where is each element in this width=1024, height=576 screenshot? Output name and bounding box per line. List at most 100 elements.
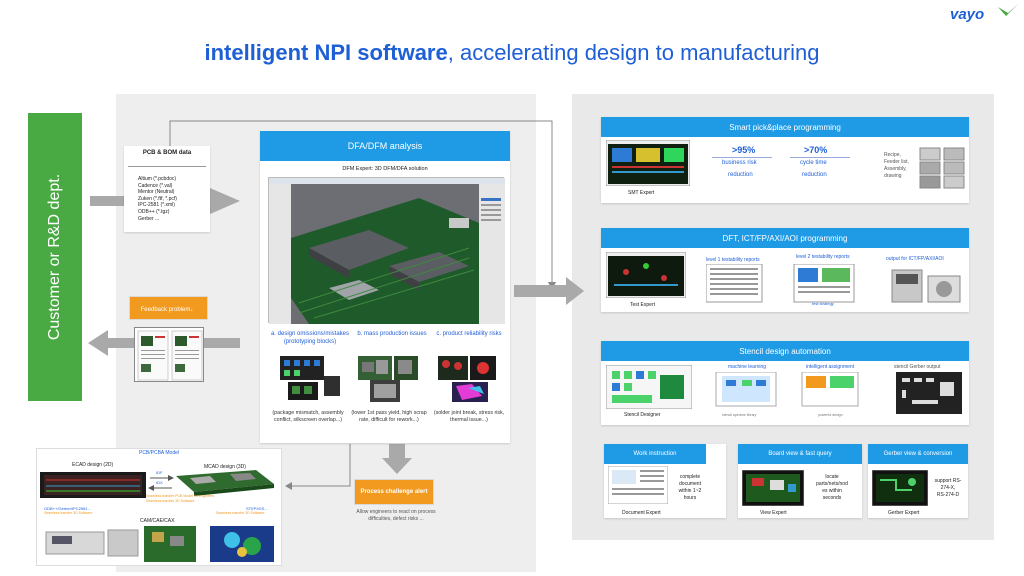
- step-note-2: Seamless transfer 3D Software: [216, 511, 265, 515]
- category-b-desc: (lower 1st pass yield, high scrap rate, …: [351, 410, 427, 423]
- process-challenge-desc: Allow engineers to react on process diff…: [356, 509, 436, 522]
- ecad-label: ECAD design (2D): [72, 462, 114, 468]
- stencil-ml-label: machine learning: [728, 364, 767, 370]
- model-link-arrowhead: [285, 482, 292, 490]
- board-desc-line: es within: [822, 488, 842, 494]
- pcba-model-title: PCB/PCBA Model: [138, 450, 180, 456]
- board-desc-line: parts/nets/nod: [816, 481, 848, 487]
- board-desc-line: locate: [825, 474, 839, 480]
- output-arrow: [514, 277, 584, 305]
- smt-screenshot: [606, 140, 690, 186]
- mcad-label: MCAD design (3D): [204, 464, 246, 470]
- exchange-note-1: Seamless transfer PCB Model for engineer…: [146, 494, 215, 498]
- smt-stat-2-label-a: cycle time: [800, 160, 827, 166]
- gerber-view-desc: support RS- 274-X, RS-274-D: [930, 478, 966, 499]
- stencil-product-label: Stencil Designer: [624, 412, 661, 418]
- process-down-arrow: [382, 444, 412, 474]
- view-expert-label: View Expert: [760, 510, 787, 516]
- dfm-3d-board-icon: [269, 178, 505, 324]
- work-desc-line: within 1~2: [678, 488, 702, 494]
- smt-stat-2-label-b: reduction: [802, 172, 827, 178]
- pcb-bom-heading: PCB & BOM data: [142, 150, 192, 156]
- top-flow-line: [169, 120, 553, 285]
- dft-machines-image: [891, 269, 961, 303]
- pcb-format-item: Mentor (Neutral): [138, 189, 175, 196]
- pcb-format-item: IPC-2581 (*.xml): [138, 202, 175, 209]
- work-desc-line: document: [679, 481, 701, 487]
- smt-side-item: Assembly,: [884, 166, 907, 172]
- smt-stat-1-label-a: business risk: [722, 160, 757, 166]
- feedback-problem-button[interactable]: Feedback problem、: [129, 296, 208, 320]
- stencil-library-label: stencil aperture library: [722, 413, 757, 417]
- page-title: intelligent NPI software, accelerating d…: [0, 40, 1024, 66]
- category-c-title: c. product reliability risks: [436, 331, 502, 337]
- pcb-bom-divider: [128, 166, 206, 167]
- process-challenge-alert-button[interactable]: Process challenge alert: [354, 479, 434, 505]
- dft-strategy-label: test strategy: [812, 301, 834, 306]
- title-rest: , accelerating design to manufacturing: [447, 40, 820, 65]
- category-a-desc: (package mismatch, assembly conflict, si…: [272, 410, 344, 423]
- dft-level2-label: level 2 testability reports: [796, 254, 850, 260]
- stencil-heading: Stencil design automation: [601, 341, 969, 361]
- idx-label: IDX: [156, 480, 163, 485]
- odb-note: ODB++/Gerber/IPC2581...: [44, 506, 91, 511]
- gerber-view-image: [872, 470, 928, 506]
- board-desc-line: seconds: [822, 495, 842, 501]
- smt-heading: Smart pick&place programming: [601, 117, 969, 137]
- dft-heading: DFT, ICT/FP/AXI/AOI programming: [601, 228, 969, 248]
- feedback-document-image: [134, 327, 204, 382]
- dft-level1-label: level 1 testability reports: [706, 257, 760, 263]
- model-link-line: [290, 444, 351, 487]
- gerber-expert-label: Gerber Expert: [888, 510, 920, 516]
- gerber-desc-line: 274-X,: [940, 485, 956, 491]
- cam-machines-image: [45, 526, 274, 562]
- smt-machines-image: [919, 147, 965, 189]
- gerber-view-heading: Gerber view & conversion: [868, 444, 968, 464]
- category-c-desc: (solder joint break, stress risk, therma…: [433, 410, 505, 423]
- pcb-format-item: Zuken (*.ftf, *.pcf): [138, 195, 177, 202]
- step-note: STEP/IGS...: [246, 506, 268, 511]
- smt-side-list: Recipe, Feeder list, Assembly, drawing: [884, 152, 909, 180]
- dft-reports-image: [706, 264, 855, 303]
- stencil-process-image: [715, 372, 859, 407]
- smt-stat-divider-1: [712, 157, 772, 158]
- work-desc-line: hours: [683, 495, 697, 501]
- dft-screenshot: [606, 252, 686, 298]
- category-b-title: b. mass production issues: [357, 331, 427, 337]
- category-b-thumbnail: [358, 356, 418, 402]
- work-instruction-heading: Work instruction: [604, 444, 706, 464]
- board-view-desc: locate parts/nets/nod es within seconds: [806, 474, 858, 502]
- stencil-gerber-image: [896, 372, 962, 414]
- pcb-format-item: Cadence (*.val): [138, 182, 173, 189]
- idf-label: IDF: [156, 470, 163, 475]
- stencil-powerful-label: powerful design: [818, 413, 843, 417]
- smt-side-item: drawing: [884, 173, 902, 179]
- stencil-assign-label: intelligent assignment: [806, 364, 855, 370]
- dfa-dfm-heading: DFA/DFM analysis: [260, 131, 510, 161]
- exchange-note-2: Seamless transfer 3D Software: [146, 499, 195, 503]
- smt-stat-2: >70%: [804, 145, 828, 155]
- pcb-bom-card: PCB & BOM data Altium (*.pcbdoc) Cadence…: [124, 146, 210, 232]
- category-c-thumbnail: [438, 356, 496, 402]
- work-instruction-image: [608, 466, 668, 504]
- smt-side-item: Recipe,: [884, 152, 901, 158]
- ecad-mcad-images: [40, 470, 274, 498]
- smt-stat-1-label-b: reduction: [728, 172, 753, 178]
- category-a-thumbnail: [280, 356, 340, 400]
- work-desc-line: complete: [679, 474, 701, 480]
- title-bold: intelligent NPI software: [204, 40, 448, 65]
- stencil-gerber-label: stencil Gerber output: [894, 364, 941, 370]
- dfm-software-screenshot: [268, 177, 505, 324]
- board-view-image: [742, 470, 804, 506]
- document-expert-label: Document Expert: [622, 510, 661, 516]
- odb-note-2: Seamless transfer 3D Software: [44, 511, 93, 515]
- smt-stat-divider-2: [790, 157, 850, 158]
- stencil-screenshot: [606, 365, 692, 409]
- smt-stat-1: >95%: [732, 145, 756, 155]
- pcb-bom-list: Altium (*.pcbdoc) Cadence (*.val) Mentor…: [138, 176, 177, 222]
- pcb-format-item: Altium (*.pcbdoc): [138, 176, 177, 182]
- work-instruction-desc: complete document within 1~2 hours: [674, 474, 706, 502]
- logo-check-icon: [998, 4, 1018, 16]
- dft-product-label: Test Expert: [630, 302, 656, 308]
- pcb-format-item: ODB++ (*.tgz): [138, 208, 170, 215]
